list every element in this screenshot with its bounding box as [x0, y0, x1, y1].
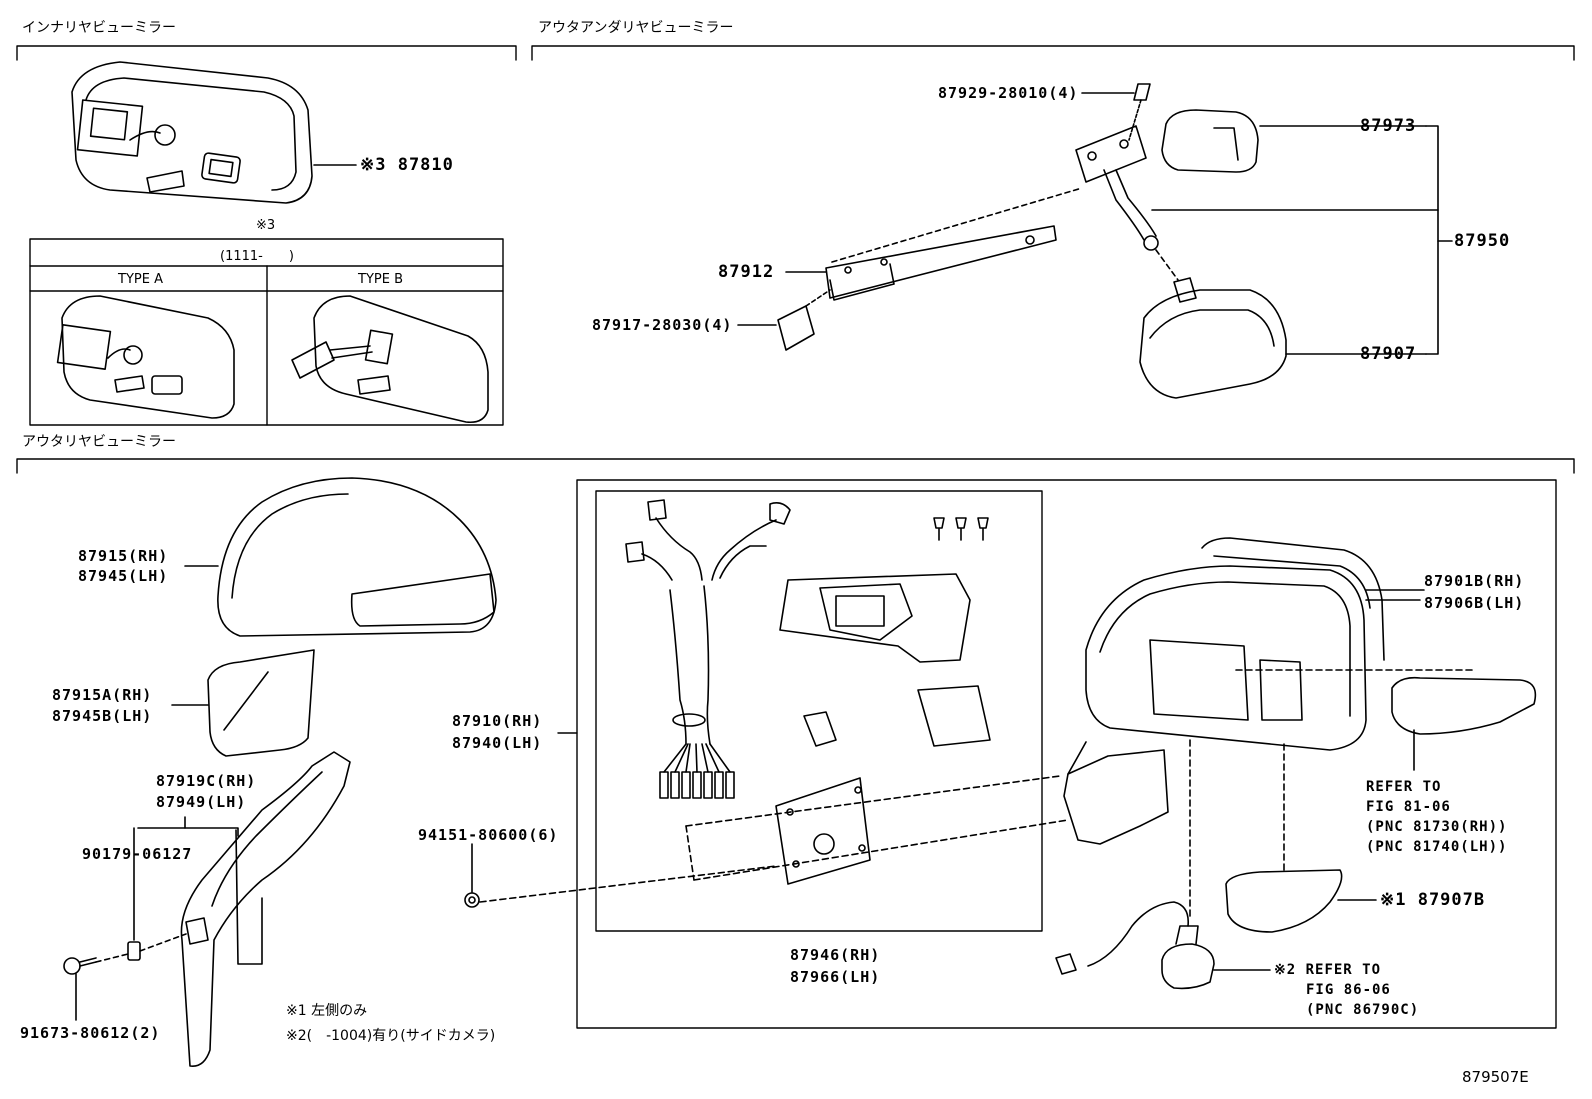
- label-87950: 87950: [1454, 231, 1511, 251]
- label-87919c: 87919C(RH): [156, 772, 257, 790]
- label-87915a: 87915A(RH): [52, 686, 153, 704]
- refer-fig81-line-4: (PNC 81740(LH)): [1366, 839, 1508, 855]
- refer-fig86-line-3: (PNC 86790C): [1306, 1002, 1420, 1018]
- note-2: ※2( -1004)有り(サイドカメラ): [286, 1028, 496, 1044]
- label-87810: ※3 87810: [360, 155, 454, 175]
- refer-fig-86-06: ※2 REFER TO FIG 86-06 (PNC 86790C): [1274, 960, 1419, 1020]
- refer-fig81-line-1: REFER TO: [1366, 779, 1442, 795]
- refer-fig86-line-2: FIG 86-06: [1306, 982, 1391, 998]
- label-87915: 87915(RH): [78, 547, 169, 565]
- mirror-cover-87915: [184, 477, 497, 637]
- mirror-housing-87901b: [1063, 537, 1537, 845]
- side-camera-86790c: [1055, 901, 1271, 990]
- refer-fig86-line-1: ※2 REFER TO: [1274, 962, 1382, 978]
- label-87929: 87929-28010(4): [938, 84, 1079, 102]
- label-87901b: 87901B(RH): [1424, 572, 1525, 590]
- note-1: ※1 左側のみ: [286, 1003, 368, 1019]
- refer-fig81-line-3: (PNC 81730(RH)): [1366, 819, 1508, 835]
- section-title-outer-under: アウタアンダリヤビューミラー: [538, 20, 734, 36]
- under-mirror-assembly: [737, 83, 1453, 399]
- inner-type-table: [29, 238, 504, 426]
- refer-fig-81-06: REFER TO FIG 81-06 (PNC 81730(RH)) (PNC …: [1366, 777, 1507, 857]
- label-87907: 87907: [1360, 344, 1417, 364]
- actuator-components: [625, 499, 991, 885]
- label-87945: 87945(LH): [78, 567, 169, 585]
- inner-mirror-type-b: [291, 295, 489, 424]
- guide-lines: [479, 669, 1473, 921]
- figure-id: 879507E: [1462, 1068, 1529, 1086]
- mirror-glass-87915a: [171, 649, 315, 757]
- label-87906b: 87906B(LH): [1424, 594, 1525, 612]
- table-type-a: TYPE A: [118, 272, 163, 287]
- label-87912: 87912: [718, 262, 775, 282]
- table-period: (1111- ): [220, 249, 294, 264]
- label-87949: 87949(LH): [156, 793, 247, 811]
- label-87966: 87966(LH): [790, 968, 881, 986]
- section-title-inner: インナリヤビューミラー: [22, 20, 176, 36]
- actuator-box-87910: [557, 479, 1557, 1029]
- label-87907b: ※1 87907B: [1380, 890, 1486, 910]
- table-type-b: TYPE B: [358, 272, 403, 287]
- label-94151: 94151-80600(6): [418, 826, 559, 844]
- label-91673: 91673-80612(2): [20, 1024, 161, 1042]
- inner-mirror-87810: [71, 61, 357, 204]
- washer-94151: [464, 843, 480, 908]
- label-87945b: 87945B(LH): [52, 707, 153, 725]
- label-87973: 87973: [1360, 116, 1417, 136]
- table-mark: ※3: [256, 218, 276, 233]
- section-brackets: [16, 45, 1575, 474]
- refer-fig81-line-2: FIG 81-06: [1366, 799, 1451, 815]
- lower-cover-87907b: [1225, 869, 1377, 933]
- inner-mirror-type-a: [56, 295, 235, 419]
- label-87940: 87940(LH): [452, 734, 543, 752]
- section-title-outer: アウタリヤビューミラー: [22, 434, 176, 450]
- mirror-stay-87919c: [63, 751, 351, 1067]
- label-90179: 90179-06127: [82, 845, 193, 863]
- label-87910: 87910(RH): [452, 712, 543, 730]
- label-87917: 87917-28030(4): [592, 316, 733, 334]
- label-87946: 87946(RH): [790, 946, 881, 964]
